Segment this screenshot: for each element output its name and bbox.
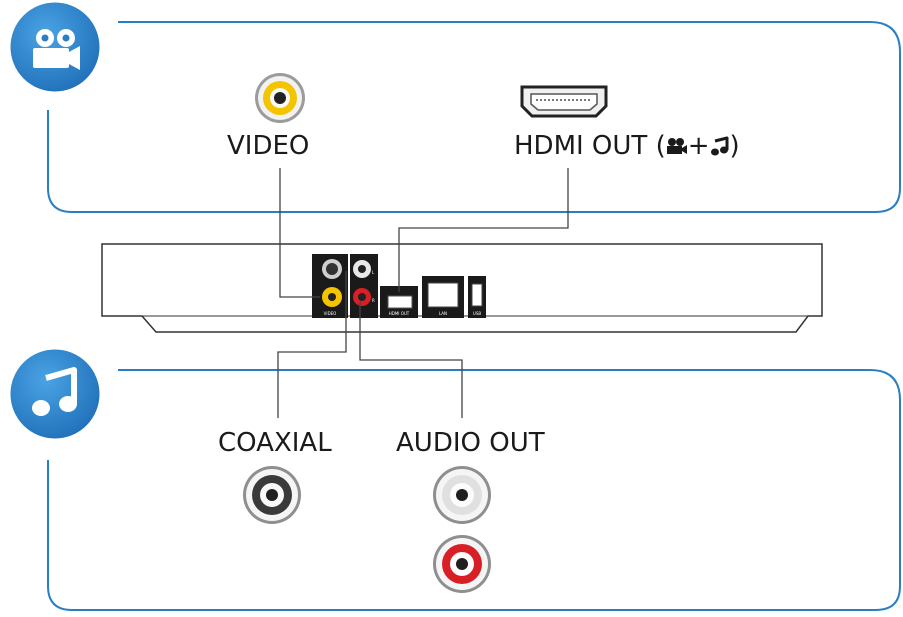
hdmi-connection-line (398, 168, 569, 292)
video-rca-jack (255, 73, 305, 123)
music-note-icon (7, 346, 103, 442)
hdmi-out-text: HDMI OUT ( (514, 131, 666, 161)
video-camera-icon (7, 0, 103, 95)
hdmi-out-label: HDMI OUT ( + ) (514, 133, 740, 159)
video-connection-line (279, 168, 320, 298)
video-section-frame (47, 21, 901, 213)
device-video-port-label: VIDEO (324, 311, 337, 316)
hdmi-plus-sign: + (687, 131, 710, 161)
device-lan-port-label: LAN (439, 311, 447, 316)
hdmi-close-paren: ) (729, 131, 740, 161)
hdmi-music-note-icon (710, 135, 730, 156)
hdmi-port-icon (520, 85, 608, 118)
hdmi-video-camera-icon (666, 134, 688, 154)
audio-red-rca-jack (433, 535, 491, 593)
device-hdmi-port-label: HDMI OUT (389, 311, 410, 316)
coaxial-rca-jack (243, 466, 301, 524)
audio-out-label: AUDIO OUT (396, 428, 545, 458)
device-right-label: R (372, 298, 375, 303)
device-back-panel: VIDEO L R HDMI OUT LAN USB (101, 243, 823, 333)
audio-section-frame (47, 369, 901, 611)
device-left-label: L (372, 270, 375, 275)
audio-connection-line (359, 302, 463, 418)
device-usb-port-label: USB (473, 311, 481, 316)
video-label: VIDEO (227, 131, 310, 161)
coaxial-connection-line (277, 271, 347, 418)
coaxial-label: COAXIAL (218, 428, 332, 458)
audio-white-rca-jack (433, 466, 491, 524)
